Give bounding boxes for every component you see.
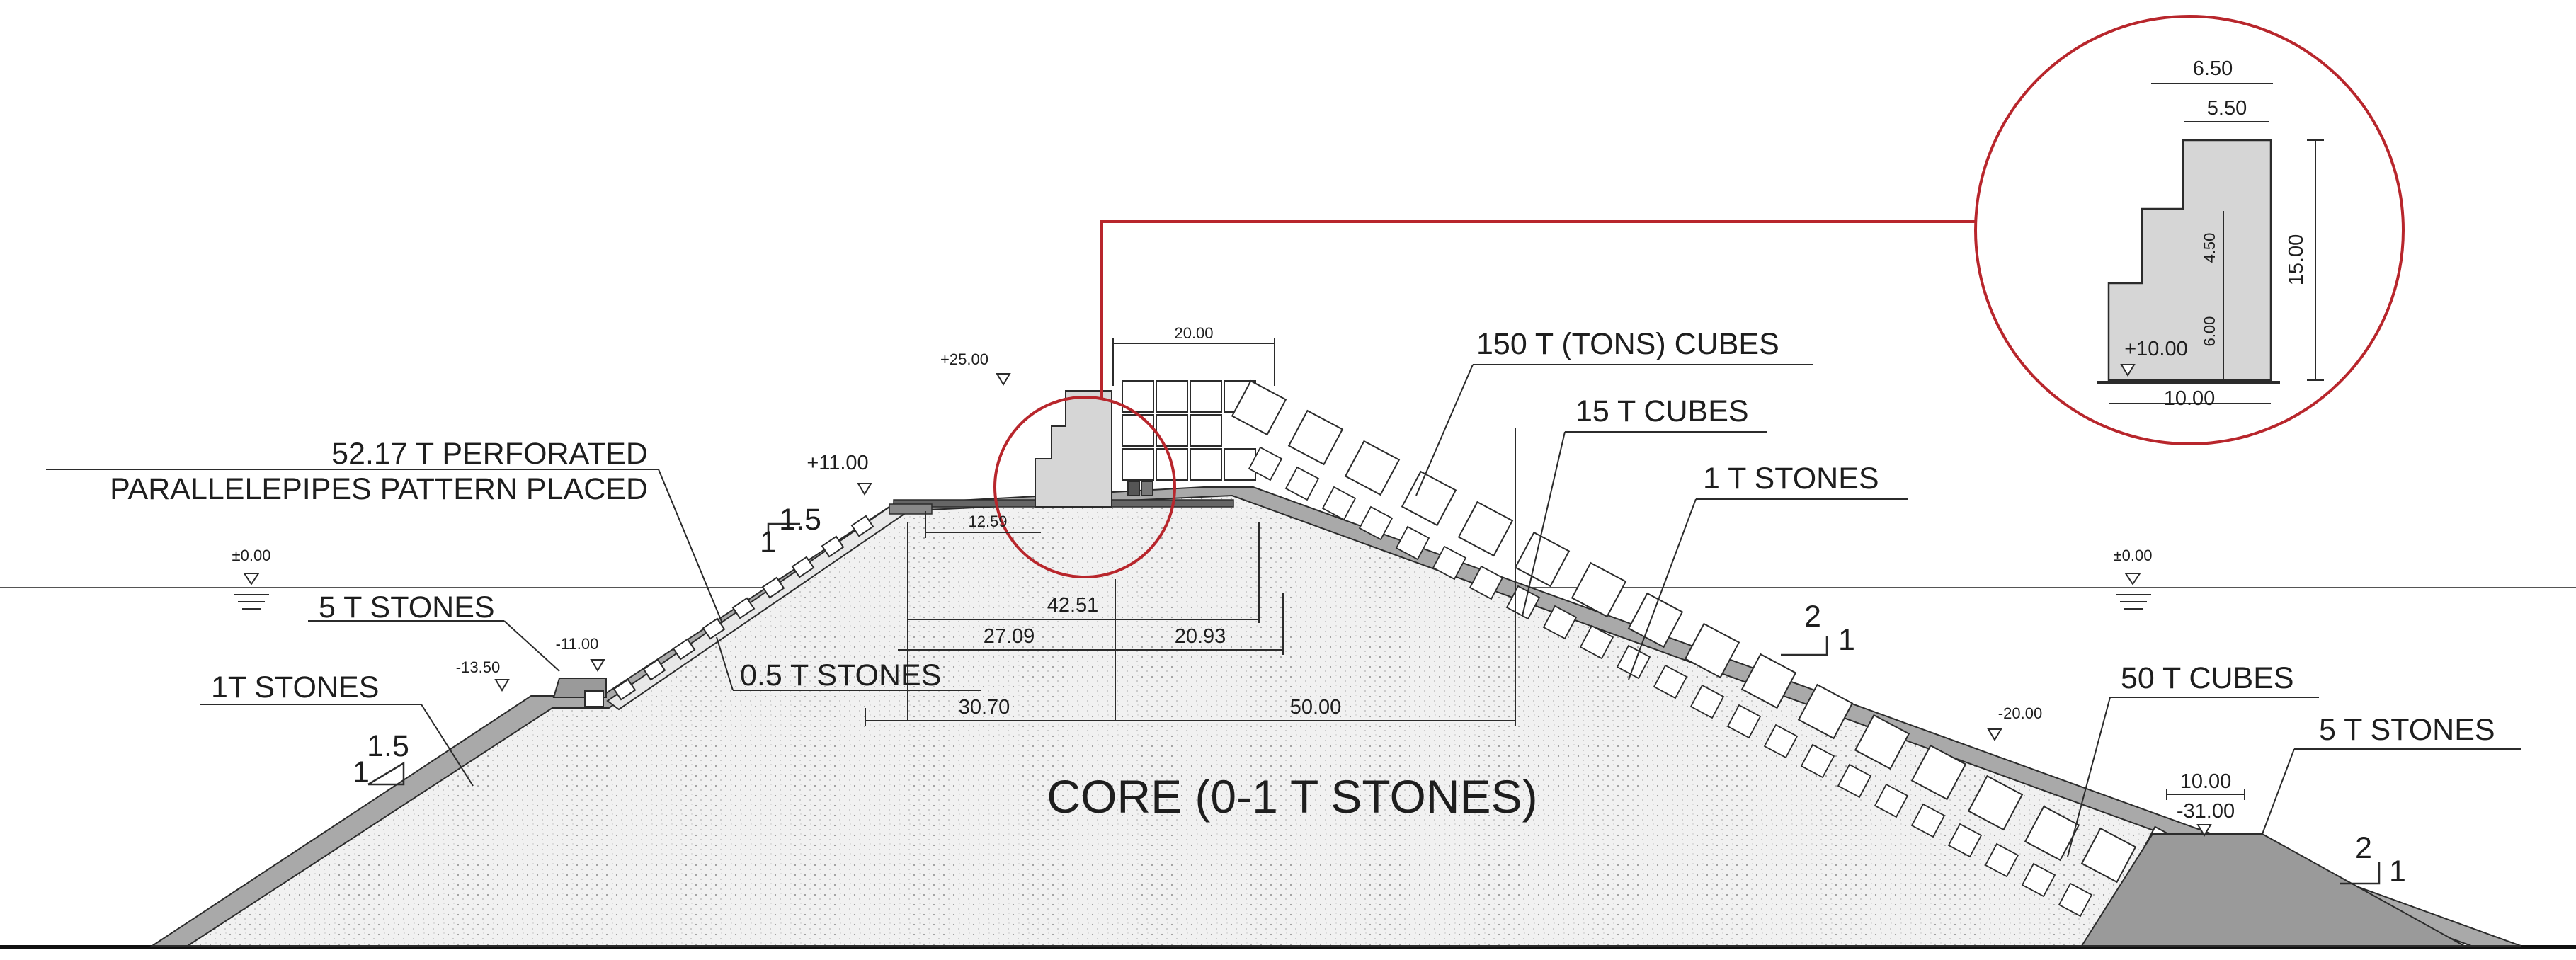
dim-27: 27.09 (984, 625, 1035, 648)
label-perforated-2: PARALLELEPIPES PATTERN PLACED (110, 472, 648, 506)
level-toe-right-low: -31.00 (2177, 800, 2235, 823)
dim-crest-width: 20.00 (1174, 324, 1213, 342)
label-5t-stones-right: 5 T STONES (2319, 713, 2495, 747)
left-slope-armour-units (606, 503, 908, 711)
dim-toe-width: 10.00 (2180, 770, 2232, 793)
crest-block-left (889, 503, 933, 515)
dimension-lines (865, 83, 2324, 800)
crown-wall (1035, 390, 1112, 508)
dim-berm-width: 12.59 (968, 513, 1007, 530)
detail-base-height: 6.00 (2201, 316, 2218, 347)
level-water-left: ±0.00 (232, 547, 271, 564)
level-detail-base: +10.00 (2124, 338, 2188, 360)
left-toe-block (584, 690, 604, 707)
dim-30: 30.70 (959, 696, 1010, 719)
dim-20: 20.93 (1175, 625, 1226, 648)
label-1t-stones-right: 1 T STONES (1703, 462, 1879, 496)
slope-right-toe-v: 1 (2389, 855, 2406, 888)
detail-total-height: 15.00 (2285, 234, 2308, 286)
slope-right-toe-h: 2 (2355, 831, 2372, 865)
label-1t-stones-left: 1T STONES (211, 670, 379, 704)
slope-right-h: 2 (1804, 600, 1821, 634)
detail-crown-wall (2107, 139, 2272, 382)
level-toe-left: -11.00 (556, 635, 599, 653)
label-50t-cubes: 50 T CUBES (2121, 661, 2294, 695)
label-leaders (46, 364, 2521, 857)
label-15t-cubes: 15 T CUBES (1575, 394, 1749, 428)
callout-leader (1100, 220, 1979, 398)
callout-circle (993, 396, 1176, 578)
label-core: CORE (0-1 T STONES) (1047, 770, 1537, 823)
slope-left-upper-v: 1 (760, 525, 777, 559)
detail-step-height: 4.50 (2201, 233, 2218, 263)
slope-left-upper-h: 1.5 (779, 503, 821, 537)
right-slope-cubes-15t (1248, 446, 2093, 918)
label-perforated-1: 52.17 T PERFORATED (331, 437, 648, 471)
slope-left-lower-v: 1 (353, 755, 370, 789)
level-toe-left-low: -13.50 (456, 658, 500, 676)
dim-50: 50.00 (1290, 696, 1342, 719)
water-hatch (234, 594, 2151, 610)
right-toe-berm (2080, 833, 2467, 947)
level-markers (243, 364, 2212, 837)
detail-width-mid: 5.50 (2207, 97, 2247, 120)
level-toe-right: -20.00 (1998, 704, 2042, 722)
dim-42: 42.51 (1047, 594, 1099, 617)
detail-base-width: 10.00 (2164, 387, 2216, 410)
crest-cubes (1122, 380, 1256, 496)
label-150t-cubes: 150 T (TONS) CUBES (1476, 327, 1779, 361)
slope-right-v: 1 (1838, 623, 1855, 657)
right-slope-cubes-150t (1231, 379, 2185, 884)
label-05t-stones: 0.5 T STONES (740, 658, 941, 692)
level-crest: +25.00 (940, 350, 988, 368)
detail-width-top: 6.50 (2193, 57, 2233, 80)
level-berm: +11.00 (807, 452, 868, 474)
level-water-right: ±0.00 (2114, 547, 2153, 564)
label-5t-stones-left: 5 T STONES (319, 590, 495, 624)
slope-left-lower-h: 1.5 (367, 729, 409, 763)
slope-triangles (367, 522, 2381, 885)
